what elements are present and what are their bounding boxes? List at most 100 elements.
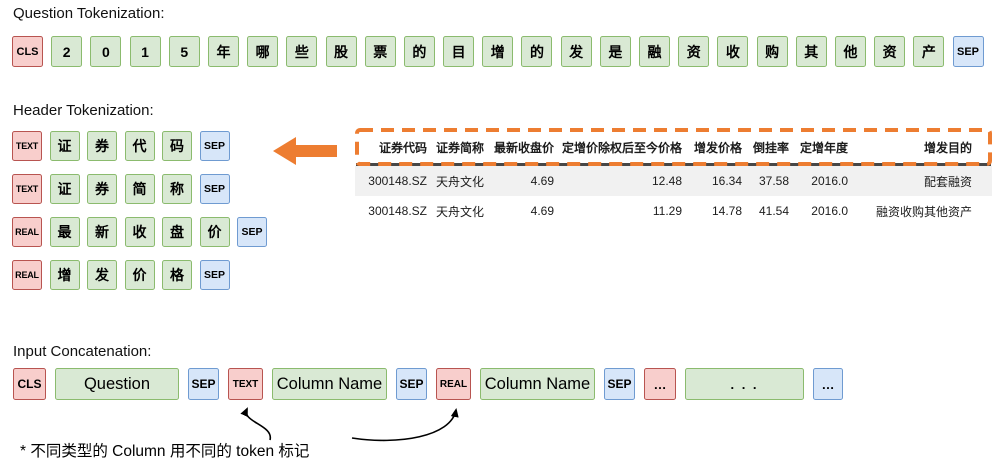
input-concatenation-label: Input Concatenation: bbox=[13, 343, 152, 360]
token-char: 2 bbox=[51, 36, 83, 67]
table-cell: 天舟文化 bbox=[435, 174, 484, 189]
table-cell: 16.34 bbox=[711, 174, 742, 188]
token-char: 资 bbox=[874, 36, 906, 67]
token-char: 0 bbox=[90, 36, 122, 67]
token-sep: SEP bbox=[952, 36, 984, 67]
token-char: 些 bbox=[286, 36, 318, 67]
token-char: 称 bbox=[162, 174, 192, 204]
table-cell: 配套融资 bbox=[923, 174, 972, 189]
table-cell: 4.69 bbox=[530, 174, 554, 188]
table-cell: 11.29 bbox=[652, 204, 682, 218]
curved-arrow-icon bbox=[240, 407, 459, 442]
token-dots-blue: … bbox=[813, 368, 843, 400]
concat-token-row: CLS Question SEP TEXT Column Name SEP REAL Colu… bbox=[13, 368, 843, 400]
token-real: REAL bbox=[12, 260, 42, 290]
token-question: Question bbox=[55, 368, 179, 400]
table-cell: 12.48 bbox=[651, 174, 682, 188]
table-row: 300148.SZ 天舟文化 4.69 12.48 16.34 37.58 2016.0 配套… bbox=[355, 166, 992, 196]
token-colname: Column Name bbox=[272, 368, 387, 400]
table-cell: 融资收购其他资产 bbox=[875, 204, 972, 219]
token-char: 券 bbox=[87, 174, 117, 204]
footnote-text: * 不同类型的 Column 用不同的 token 标记 bbox=[20, 443, 310, 460]
token-char: 发 bbox=[560, 36, 592, 67]
question-tokenization-label: Question Tokenization: bbox=[13, 5, 165, 22]
table-cell: 14.78 bbox=[711, 204, 742, 218]
token-sep: SEP bbox=[199, 174, 230, 204]
token-real: REAL bbox=[436, 368, 471, 400]
token-text: TEXT bbox=[228, 368, 263, 400]
curved-arrow-to-real-token bbox=[351, 408, 459, 442]
header-tokenization-label: Header Tokenization: bbox=[13, 102, 154, 119]
token-sep: SEP bbox=[396, 368, 427, 400]
token-char: 他 bbox=[834, 36, 866, 67]
token-char: 码 bbox=[162, 131, 192, 161]
token-char: 购 bbox=[756, 36, 788, 67]
token-text: TEXT bbox=[12, 131, 42, 161]
token-char: 1 bbox=[129, 36, 161, 67]
token-char: 股 bbox=[325, 36, 357, 67]
table-header-cell: 证券代码 bbox=[378, 140, 427, 155]
table-header-cell: 增发目的 bbox=[923, 140, 972, 155]
token-real: REAL bbox=[12, 217, 42, 247]
token-char: 的 bbox=[521, 36, 553, 67]
table-header-cell: 定增年度 bbox=[799, 140, 848, 155]
token-char: 的 bbox=[403, 36, 435, 67]
token-char: 格 bbox=[162, 260, 192, 290]
token-char: 增 bbox=[49, 260, 80, 290]
table-header-separator bbox=[356, 163, 991, 166]
token-dots-green: . . . bbox=[685, 368, 804, 400]
token-char: 新 bbox=[87, 217, 117, 247]
token-sep: SEP bbox=[199, 260, 230, 290]
table-header-row: 证券代码证券简称最新收盘价定增价除权后至今价格增发价格倒挂率定增年度 增发目的 bbox=[355, 128, 992, 166]
table-header-cell: 定增价除权后至今价格 bbox=[561, 140, 682, 155]
token-sep: SEP bbox=[604, 368, 635, 400]
token-char: 年 bbox=[207, 36, 239, 67]
table-cell: 37.58 bbox=[758, 174, 789, 188]
token-char: 融 bbox=[639, 36, 670, 67]
token-char: 代 bbox=[124, 131, 155, 161]
table-cell: 2016.0 bbox=[811, 174, 848, 188]
token-cls: CLS bbox=[13, 368, 46, 400]
token-cls: CLS bbox=[12, 36, 43, 67]
token-char: 最 bbox=[49, 217, 80, 247]
token-char: 券 bbox=[87, 131, 117, 161]
table-body: 300148.SZ 天舟文化 4.69 12.48 16.34 37.58 2016.0 配套… bbox=[355, 166, 992, 226]
table-cell: 2016.0 bbox=[811, 204, 848, 218]
token-sep: SEP bbox=[199, 131, 230, 161]
table-header-cell: 最新收盘价 bbox=[493, 140, 554, 155]
token-char: 证 bbox=[49, 131, 80, 161]
data-table: 证券代码证券简称最新收盘价定增价除权后至今价格增发价格倒挂率定增年度 增发目的 3… bbox=[355, 128, 992, 226]
table-cell: 300148.SZ bbox=[368, 174, 427, 188]
token-char: 价 bbox=[199, 217, 230, 247]
token-char: 盘 bbox=[162, 217, 192, 247]
table-cell: 4.69 bbox=[530, 204, 554, 218]
token-char: 票 bbox=[364, 36, 396, 67]
token-sep: SEP bbox=[237, 217, 267, 247]
table-cell: 天舟文化 bbox=[435, 204, 484, 219]
token-char: 是 bbox=[599, 36, 631, 67]
table-header-cell: 增发价格 bbox=[693, 140, 742, 155]
table-header-cell: 证券简称 bbox=[435, 140, 484, 155]
token-char: 收 bbox=[124, 217, 155, 247]
token-char: 增 bbox=[482, 36, 514, 67]
token-char: 简 bbox=[124, 174, 155, 204]
token-colname: Column Name bbox=[480, 368, 595, 400]
token-char: 目 bbox=[443, 36, 475, 67]
token-char: 价 bbox=[124, 260, 155, 290]
table-cell: 41.54 bbox=[758, 204, 789, 218]
token-char: 产 bbox=[913, 36, 945, 67]
token-char: 哪 bbox=[247, 36, 279, 67]
token-char: 其 bbox=[795, 36, 827, 67]
token-dots-pink: … bbox=[644, 368, 676, 400]
token-text: TEXT bbox=[12, 174, 42, 204]
left-arrow-icon bbox=[273, 137, 337, 165]
table-header-cell: 倒挂率 bbox=[752, 140, 789, 155]
token-char: 证 bbox=[49, 174, 80, 204]
